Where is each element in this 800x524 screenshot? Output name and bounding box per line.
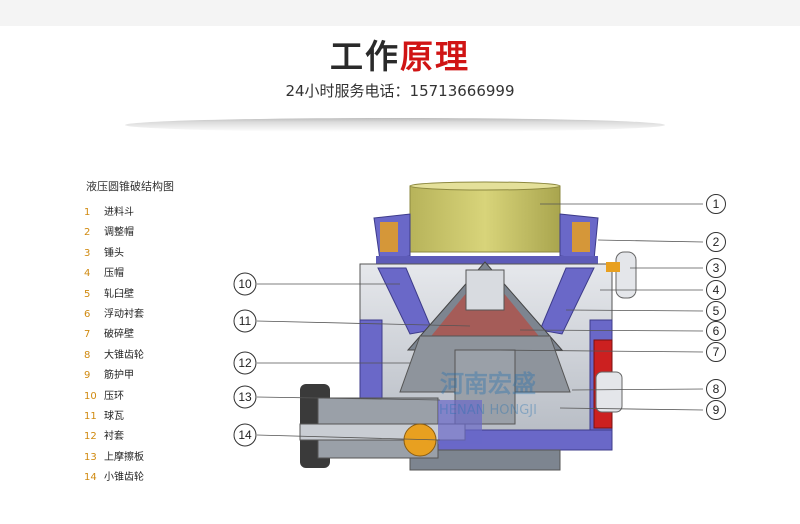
legend-item: 5 轧臼壁 [84, 288, 144, 308]
top-band [0, 0, 800, 26]
callout-3: 3 [706, 258, 726, 278]
callout-1: 1 [706, 194, 726, 214]
legend-item-number: 5 [84, 288, 91, 300]
watermark: 河南宏盛 HENAN HONGJI [439, 370, 537, 418]
legend-item-label: 锤头 [104, 247, 124, 259]
feed-hopper [409, 181, 561, 253]
legend-item: 9 筋护甲 [84, 369, 144, 389]
watermark-text: 河南宏盛 [440, 370, 536, 398]
callout-label: 4 [713, 283, 720, 297]
legend-item-number: 7 [84, 329, 91, 341]
legend-item-number: 4 [84, 268, 91, 280]
legend-item-label: 调整帽 [104, 227, 134, 239]
page-title: 工作原理 [0, 30, 800, 78]
legend-item-number: 14 [84, 472, 97, 484]
callout-label: 3 [713, 261, 720, 275]
callout-label: 6 [713, 324, 720, 338]
callout-label: 11 [239, 314, 252, 328]
legend-item: 12 衬套 [84, 430, 144, 450]
leader-lines [256, 203, 704, 441]
legend-item: 14 小锥齿轮 [84, 471, 144, 491]
legend-item-number: 11 [84, 410, 97, 422]
callout-7: 7 [706, 342, 726, 362]
legend-item-number: 3 [84, 247, 91, 259]
callout-14: 14 [233, 423, 257, 447]
callout-label: 9 [713, 403, 720, 417]
callout-6: 6 [706, 321, 726, 341]
legend-item-number: 10 [84, 390, 97, 402]
legend-item-label: 压环 [104, 390, 124, 402]
legend-item: 1 进料斗 [84, 206, 144, 226]
legend-item-number: 13 [84, 451, 97, 463]
legend-item: 2 调整帽 [84, 226, 144, 246]
legend-item-number: 1 [84, 207, 91, 218]
legend-item-number: 8 [84, 349, 91, 361]
legend-item: 4 压帽 [84, 267, 144, 287]
callout-label: 13 [238, 390, 252, 404]
callout-11: 11 [233, 309, 257, 333]
legend-item-number: 9 [84, 370, 91, 382]
callout-label: 2 [713, 235, 720, 249]
callout-4: 4 [706, 280, 726, 300]
legend-item-label: 上摩擦板 [104, 451, 144, 463]
callout-9: 9 [706, 400, 726, 420]
service-hotline: 24小时服务电话：15713666999 [285, 82, 515, 100]
legend-item: 11 球瓦 [84, 410, 144, 430]
crushing-chamber [359, 261, 613, 431]
legend-item-label: 进料斗 [104, 207, 134, 218]
legend-item-label: 浮动衬套 [104, 308, 144, 320]
page-title-part2: 原理 [400, 37, 470, 76]
legend-item-number: 6 [84, 308, 91, 320]
legend-item: 3 锤头 [84, 247, 144, 267]
callout-8: 8 [706, 379, 726, 399]
legend-item: 7 破碎壁 [84, 328, 144, 348]
watermark-subtext: HENAN HONGJI [439, 403, 537, 418]
page-title-part1: 工作 [330, 37, 400, 76]
callout-label: 5 [713, 304, 720, 318]
callout-label: 14 [238, 428, 252, 442]
legend-item: 10 压环 [84, 390, 144, 410]
legend-item-label: 球瓦 [104, 410, 124, 422]
callout-label: 12 [238, 356, 252, 370]
legend-item-number: 2 [84, 227, 91, 239]
legend-item-label: 轧臼壁 [104, 288, 134, 300]
callout-12: 12 [233, 351, 257, 375]
drive-shaft [299, 384, 482, 468]
legend-title: 液压圆锥破结构图 [86, 180, 174, 193]
callout-10: 10 [233, 272, 257, 296]
legend-item-label: 大锥齿轮 [104, 349, 144, 361]
legend-item-label: 小锥齿轮 [104, 472, 144, 484]
legend-item-label: 破碎壁 [104, 329, 134, 341]
legend-item: 13 上摩擦板 [84, 451, 144, 471]
hydraulic-cylinders [593, 251, 637, 429]
adjustment-cap [373, 213, 599, 264]
legend-item-label: 筋护甲 [104, 370, 134, 382]
callout-13: 13 [233, 385, 257, 409]
callout-label: 10 [238, 277, 252, 291]
callout-group: 1 2 3 4 5 6 7 8 9 10 11 12 13 14 [233, 194, 726, 447]
callout-label: 1 [713, 197, 720, 211]
callout-2: 2 [706, 232, 726, 252]
legend-item-label: 衬套 [104, 431, 124, 443]
legend-item-label: 压帽 [104, 268, 124, 280]
callout-5: 5 [706, 301, 726, 321]
title-divider [125, 118, 665, 132]
legend-item-number: 12 [84, 431, 97, 443]
legend-item: 6 浮动衬套 [84, 308, 144, 328]
legend-item: 8 大锥齿轮 [84, 349, 144, 369]
callout-label: 8 [713, 382, 720, 396]
callout-label: 7 [713, 345, 720, 359]
